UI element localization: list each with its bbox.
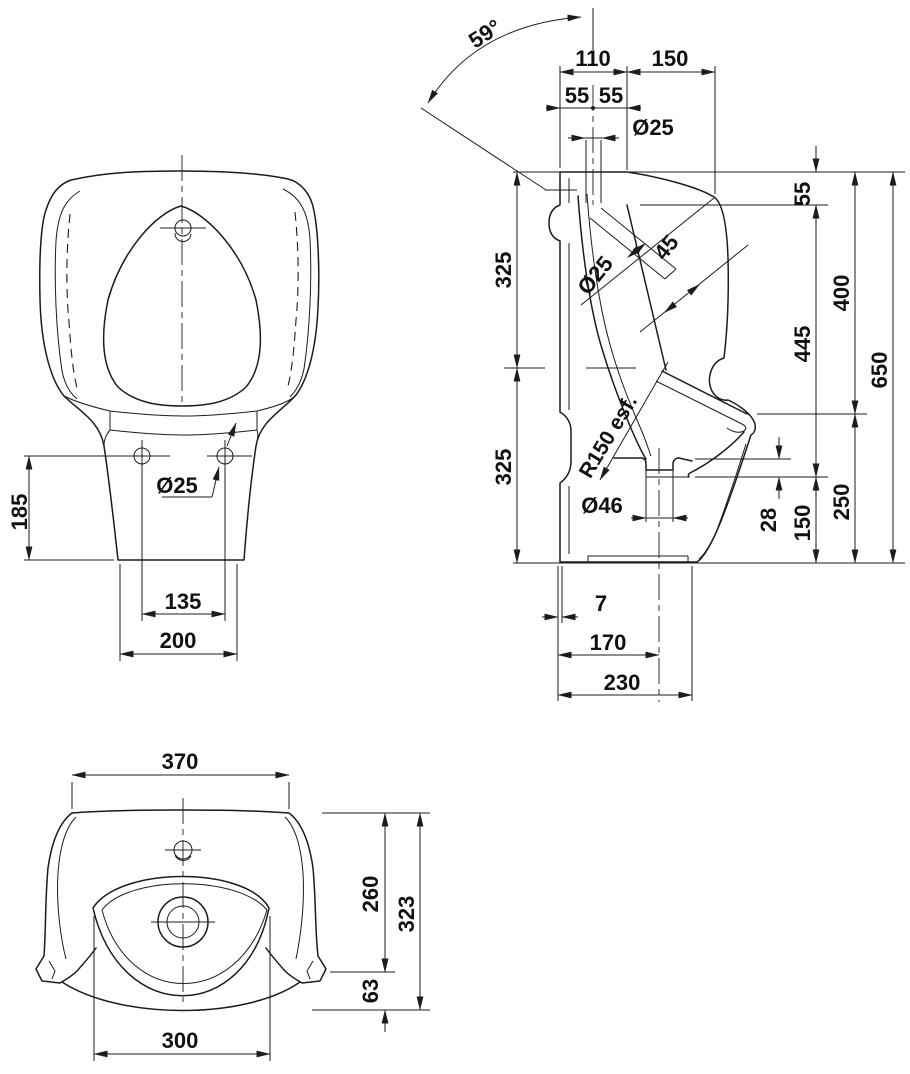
dim-200: 200 xyxy=(160,628,197,653)
dim-185: 185 xyxy=(7,494,32,531)
dim-650: 650 xyxy=(867,352,892,389)
dim-300: 300 xyxy=(162,1028,199,1053)
plan-dimensions: 370 260 63 323 300 xyxy=(71,749,430,1061)
dim-400: 400 xyxy=(829,275,854,312)
dim-325-upper: 325 xyxy=(491,252,516,289)
dim-250: 250 xyxy=(829,484,854,521)
dim-445: 445 xyxy=(790,326,815,363)
front-view: 185 Ø25 135 200 xyxy=(7,155,320,661)
dim-outlet-diameter: Ø46 xyxy=(581,493,623,518)
side-body-outline xyxy=(548,140,756,563)
plan-centerlines xyxy=(151,798,215,1002)
dim-325-lower: 325 xyxy=(491,449,516,486)
dim-28: 28 xyxy=(756,508,781,532)
dim-front-hole-diameter: Ø25 xyxy=(156,473,198,498)
front-centerlines xyxy=(160,155,206,406)
dim-45: 45 xyxy=(649,230,684,265)
dim-230: 230 xyxy=(604,670,641,695)
dim-260: 260 xyxy=(358,876,383,913)
plan-body-outline xyxy=(35,809,327,1012)
side-section-view: 59° 110 150 55 55 Ø25 Ø25 45 R150 esf. 3… xyxy=(420,8,905,702)
dim-angle-59: 59° xyxy=(464,14,506,53)
dim-170: 170 xyxy=(590,630,627,655)
dim-spud-diameter: Ø25 xyxy=(572,251,618,299)
dim-110: 110 xyxy=(575,46,611,71)
front-body-outline xyxy=(39,170,320,561)
side-dimensions: 59° 110 150 55 55 Ø25 Ø25 45 R150 esf. 3… xyxy=(420,8,905,701)
dim-370: 370 xyxy=(162,749,199,774)
dim-150-top: 150 xyxy=(652,46,689,71)
dim-55-back: 55 xyxy=(790,182,815,206)
plan-view: 370 260 63 323 300 xyxy=(35,749,430,1061)
dim-55-left: 55 xyxy=(565,83,589,108)
dim-135: 135 xyxy=(165,589,202,614)
dim-radius-r150: R150 esf. xyxy=(575,391,642,482)
dim-63: 63 xyxy=(358,979,383,1003)
dim-inlet-diameter: Ø25 xyxy=(632,115,674,140)
dim-7: 7 xyxy=(595,591,607,616)
side-centerlines xyxy=(545,85,660,702)
dim-150-bottom: 150 xyxy=(790,505,815,542)
dim-55-right: 55 xyxy=(599,83,623,108)
dim-323: 323 xyxy=(394,896,419,933)
front-dimensions: 185 Ø25 135 200 xyxy=(7,422,252,661)
